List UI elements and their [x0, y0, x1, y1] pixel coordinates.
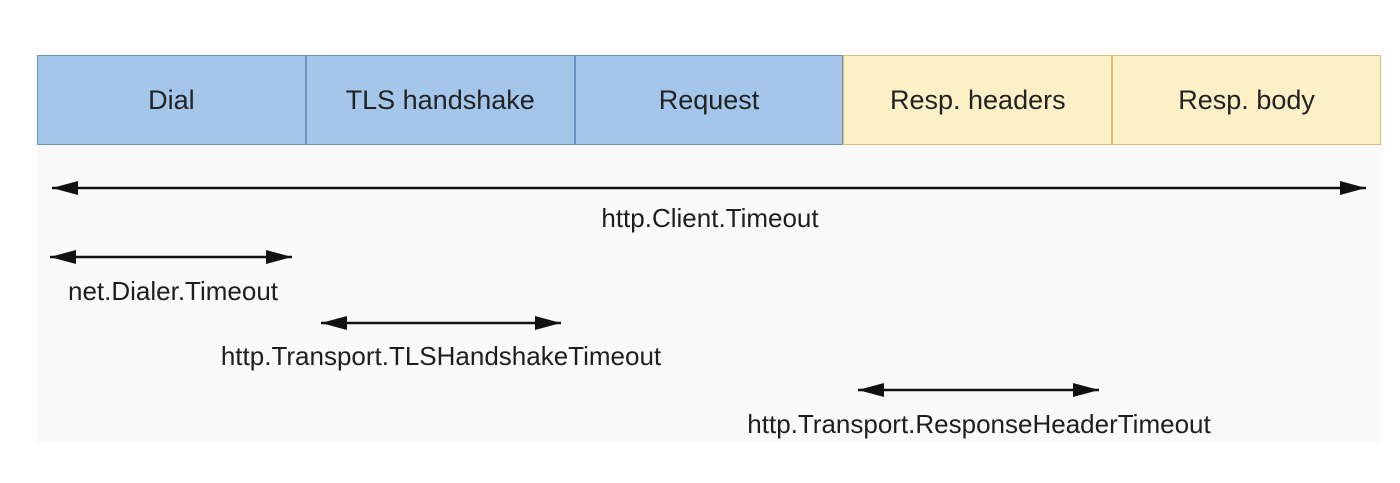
phase-resp-headers-label: Resp. headers	[889, 84, 1066, 115]
phase-dial-label: Dial	[148, 84, 195, 115]
dialer-timeout-arrow	[50, 250, 292, 264]
phase-resp-body: Resp. body	[1112, 55, 1381, 145]
response-header-timeout-arrow	[858, 383, 1099, 397]
diagram-background	[37, 145, 1381, 443]
phase-tls-handshake: TLS handshake	[305, 55, 575, 145]
tls-timeout-label: http.Transport.TLSHandshakeTimeout	[220, 341, 662, 371]
phase-resp-body-label: Resp. body	[1178, 84, 1315, 115]
phase-resp-headers: Resp. headers	[843, 55, 1113, 145]
client-timeout-arrow	[52, 181, 1366, 195]
phase-request: Request	[574, 55, 844, 145]
client-timeout-label: http.Client.Timeout	[601, 203, 819, 233]
request-phases-bar: Dial TLS handshake Request Resp. headers…	[37, 55, 1381, 145]
phase-dial: Dial	[37, 55, 306, 145]
phase-request-label: Request	[658, 84, 760, 115]
dialer-timeout-label: net.Dialer.Timeout	[67, 276, 279, 306]
response-header-timeout-label: http.Transport.ResponseHeaderTimeout	[747, 409, 1211, 439]
tls-timeout-arrow	[321, 316, 561, 330]
phase-tls-handshake-label: TLS handshake	[345, 84, 535, 115]
